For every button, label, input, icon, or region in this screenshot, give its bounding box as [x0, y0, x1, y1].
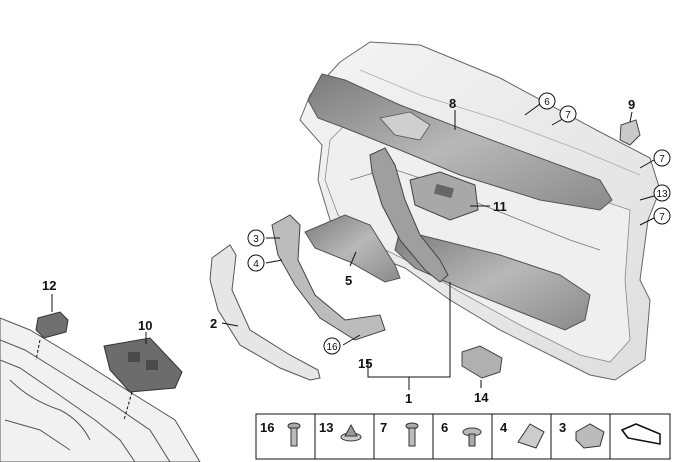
- handle-carrier: [271, 214, 386, 341]
- svg-text:7: 7: [659, 154, 665, 165]
- handle-bracket: [369, 147, 449, 283]
- callout-2: 2: [210, 316, 217, 331]
- screw-icon: [287, 422, 301, 447]
- circled-callout-3: 3: [247, 229, 265, 247]
- circled-callout-4: 4: [247, 254, 265, 272]
- legend-cell-16: 16: [260, 420, 301, 447]
- callout-15: 15: [358, 356, 372, 371]
- svg-text:13: 13: [319, 420, 333, 435]
- svg-text:16: 16: [260, 420, 274, 435]
- clip-icon: [517, 423, 545, 449]
- svg-text:3: 3: [253, 234, 259, 245]
- svg-text:7: 7: [565, 110, 571, 121]
- pocket-trim: [304, 214, 401, 283]
- legend-cell-13: 13: [319, 420, 362, 442]
- ground-symbol-icon: [620, 423, 661, 445]
- legend-cell-6: 6: [441, 420, 482, 447]
- callout-8: 8: [449, 96, 456, 111]
- callout-5: 5: [345, 273, 352, 288]
- callout-11: 11: [493, 199, 507, 214]
- circled-callout-13: 13: [653, 184, 671, 202]
- circled-callout-7c: 7: [653, 207, 671, 225]
- svg-text:16: 16: [326, 342, 338, 353]
- legend-cell-7: 7: [380, 420, 419, 447]
- switch-panel: [409, 171, 479, 221]
- upper-trim: [307, 73, 613, 211]
- svg-text:7: 7: [659, 212, 665, 223]
- svg-text:6: 6: [441, 420, 448, 435]
- callout-1: 1: [405, 391, 412, 406]
- svg-text:4: 4: [500, 420, 508, 435]
- callout-10: 10: [138, 318, 152, 333]
- fastener-legend: 16 13 7 6: [255, 413, 671, 460]
- circled-callouts: 6 7 7 13 7 3 4 16: [247, 92, 671, 355]
- circled-callout-7b: 7: [653, 149, 671, 167]
- svg-text:3: 3: [559, 420, 566, 435]
- callout-14: 14: [474, 390, 489, 405]
- callout-12: 12: [42, 278, 56, 293]
- part-14-block: [461, 345, 503, 379]
- expanding-rivet-icon: [340, 423, 362, 442]
- svg-text:7: 7: [380, 420, 387, 435]
- screw-icon: [405, 422, 419, 447]
- clip-part-9: [619, 119, 641, 146]
- circled-callout-16: 16: [323, 337, 341, 355]
- svg-text:13: 13: [656, 189, 668, 200]
- circled-callout-6: 6: [538, 92, 556, 110]
- part-10-switch-block: [103, 337, 183, 393]
- circled-callout-7a: 7: [559, 105, 577, 123]
- part-12-switch: [35, 311, 69, 339]
- svg-text:4: 4: [253, 259, 259, 270]
- svg-text:6: 6: [544, 97, 550, 108]
- bolt-icon: [462, 427, 482, 447]
- armrest-trim: [394, 229, 591, 331]
- legend-cell-4: 4: [500, 420, 545, 449]
- dashboard-outline: [0, 317, 201, 462]
- grab-handle: [209, 244, 321, 381]
- legend-cell-3: 3: [559, 420, 605, 449]
- clip-nut-icon: [575, 423, 605, 449]
- callouts: 8 9 11 5 2 12 10 15 1 14: [42, 96, 635, 406]
- callout-9: 9: [628, 97, 635, 112]
